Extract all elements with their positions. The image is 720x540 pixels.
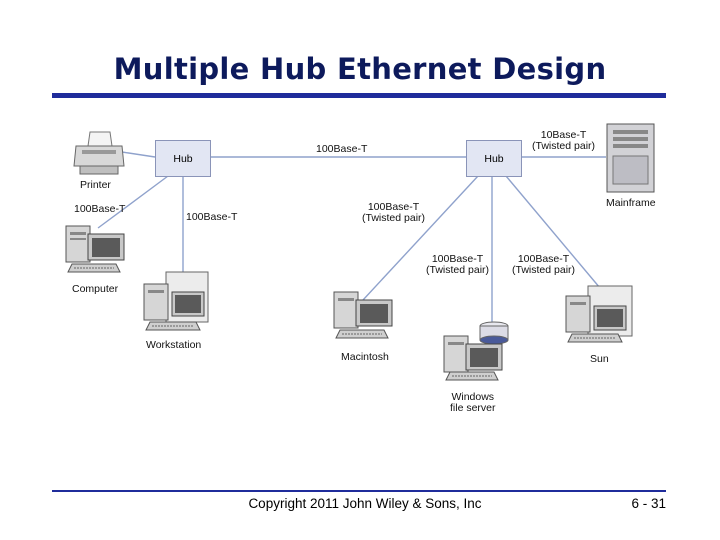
title-divider: [52, 93, 666, 98]
cable-sun: [505, 175, 601, 289]
computer-icon: [65, 225, 125, 273]
cables: [97, 151, 606, 326]
mainframe-icon: [606, 123, 655, 193]
workstation-icon: [143, 271, 209, 331]
device-label-workstation: Workstation: [146, 339, 202, 351]
device-label-sun: Sun: [590, 353, 609, 365]
hub-right: Hub: [466, 140, 522, 177]
hub-left: Hub: [155, 140, 211, 177]
footer-copyright: Copyright 2011 John Wiley & Sons, Inc: [248, 496, 482, 511]
link-label-mainframe-line1: 10Base-T: [540, 129, 587, 141]
printer-icon: [73, 131, 125, 175]
link-label-workstation: 100Base-T: [186, 211, 238, 223]
link-label-hubs: 100Base-T: [316, 143, 368, 155]
link-label-computer: 100Base-T: [74, 203, 126, 215]
device-label-mainframe: Mainframe: [606, 197, 656, 209]
link-label-mainframe: 10Base-T (Twisted pair): [532, 130, 595, 152]
link-label-sun-line1: 100Base-T: [517, 253, 570, 265]
link-label-windows-line1: 100Base-T: [431, 253, 484, 265]
link-label-macintosh-line2: (Twisted pair): [362, 212, 426, 224]
hub-left-label: Hub: [173, 152, 193, 165]
link-label-macintosh: 100Base-T (Twisted pair): [362, 202, 425, 224]
sun-icon: [565, 285, 633, 343]
link-label-windows-line2: (Twisted pair): [426, 264, 490, 276]
windows-file-server-icon: [443, 321, 509, 381]
device-label-windows-line1: Windows: [451, 391, 495, 403]
macintosh-icon: [333, 291, 393, 339]
link-label-sun: 100Base-T (Twisted pair): [512, 254, 575, 276]
device-label-macintosh: Macintosh: [341, 351, 389, 363]
cable-computer: [97, 175, 169, 229]
device-label-windows: Windows file server: [450, 392, 496, 414]
link-label-mainframe-line2: (Twisted pair): [532, 140, 596, 152]
link-label-windows: 100Base-T (Twisted pair): [426, 254, 489, 276]
device-label-computer: Computer: [72, 283, 119, 295]
cable-printer: [121, 151, 156, 158]
hub-right-label: Hub: [484, 152, 504, 165]
device-label-printer: Printer: [80, 179, 111, 191]
cable-macintosh: [362, 175, 479, 301]
link-label-macintosh-line1: 100Base-T: [367, 201, 420, 213]
slide-title: Multiple Hub Ethernet Design: [113, 52, 607, 86]
footer-divider: [52, 490, 666, 492]
link-label-sun-line2: (Twisted pair): [512, 264, 576, 276]
footer-page-number: 6 - 31: [631, 496, 666, 511]
device-label-windows-line2: file server: [450, 402, 496, 414]
